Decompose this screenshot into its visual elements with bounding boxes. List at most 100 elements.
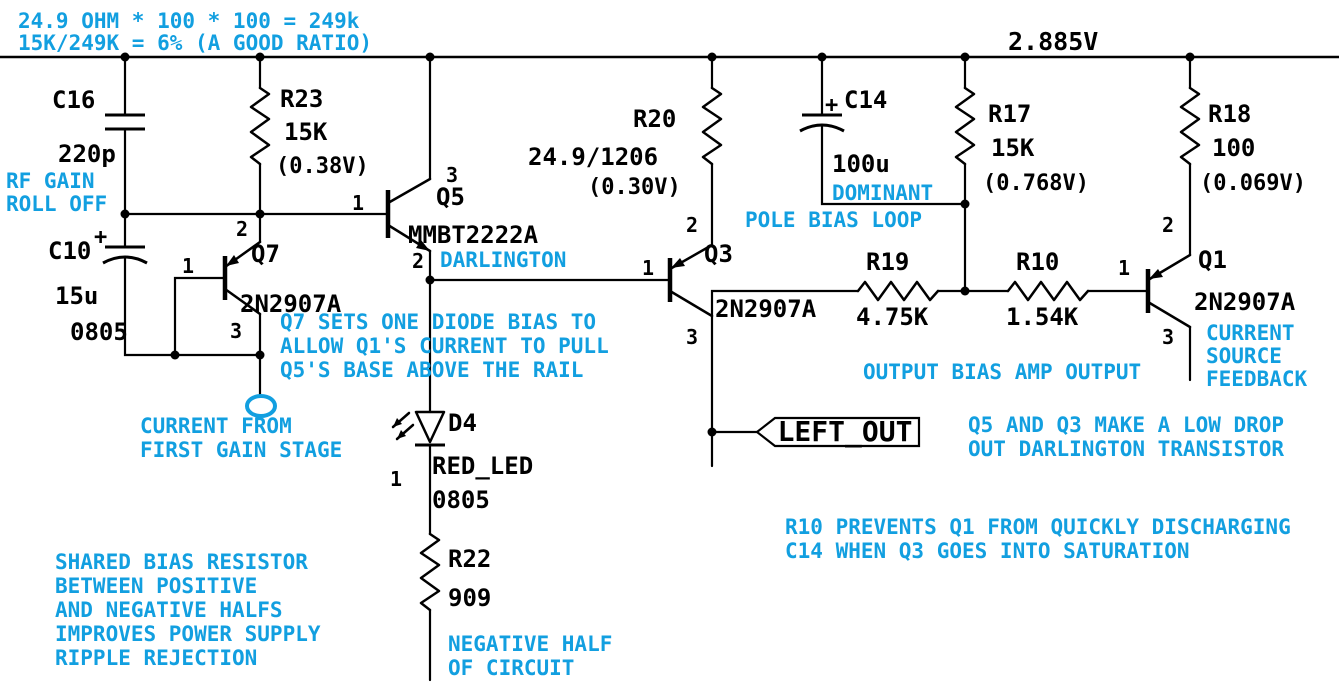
annotation-rf-gain-2: ROLL OFF bbox=[6, 192, 107, 216]
annotation-q7-note-1: Q7 SETS ONE DIODE BIAS TO bbox=[280, 310, 596, 334]
net-flag-outline bbox=[755, 416, 921, 448]
emitter-arrow bbox=[1149, 269, 1163, 279]
annotation-current-from-1: CURRENT FROM bbox=[140, 414, 292, 438]
transistor-collector bbox=[223, 287, 262, 316]
Q1-pin3: 3 bbox=[1162, 325, 1174, 349]
C10-footprint: 0805 bbox=[70, 318, 128, 346]
Q7-value: 2N2907A bbox=[240, 290, 342, 318]
led-D4[interactable]: 1 D4 RED_LED 0805 bbox=[390, 409, 533, 514]
capacitor-plate bbox=[102, 255, 148, 265]
R20-value: 24.9/1206 bbox=[528, 143, 658, 171]
Q3-pin3: 3 bbox=[686, 325, 698, 349]
R23-ref: R23 bbox=[280, 85, 323, 113]
junction-dot bbox=[707, 52, 717, 62]
resistor-R19[interactable]: R19 4.75K bbox=[856, 248, 940, 331]
capacitor-C14[interactable]: + C14 100u bbox=[799, 86, 890, 178]
C14-ref: C14 bbox=[844, 86, 887, 114]
annotation-r10-note-2: C14 WHEN Q3 GOES INTO SATURATION bbox=[785, 539, 1190, 563]
C16-ref: C16 bbox=[52, 86, 95, 114]
C10-ref: C10 bbox=[48, 237, 91, 265]
junction-dot bbox=[425, 275, 435, 285]
annotation-feedback-3: FEEDBACK bbox=[1206, 367, 1308, 391]
annotation-low-drop-1: Q5 AND Q3 MAKE A LOW DROP bbox=[968, 413, 1284, 437]
Q5-pin1: 1 bbox=[352, 191, 364, 215]
capacitor-C16[interactable]: C16 220p bbox=[52, 86, 145, 168]
annotation-q7-note-2: ALLOW Q1'S CURRENT TO PULL bbox=[280, 334, 609, 358]
annotation-shared-1: SHARED BIAS RESISTOR bbox=[55, 550, 308, 574]
annotation-darlington: DARLINGTON bbox=[440, 248, 566, 272]
resistor-R22[interactable]: R22 909 bbox=[419, 532, 491, 612]
R23-value: 15K bbox=[284, 118, 328, 146]
annotation-feedback-2: SOURCE bbox=[1206, 344, 1282, 368]
resistor-R23[interactable]: R23 15K (0.38V) bbox=[249, 85, 369, 179]
annotation-dominant-2: POLE BIAS LOOP bbox=[745, 208, 922, 232]
capacitor-C10[interactable]: + C10 15u 0805 bbox=[48, 225, 148, 346]
junction-dot bbox=[425, 52, 435, 62]
Q1-pin1: 1 bbox=[1118, 256, 1130, 280]
current-input-highlight-ellipse bbox=[245, 394, 277, 418]
emitter-arrow bbox=[226, 255, 239, 266]
Q5-pin2: 2 bbox=[412, 249, 424, 273]
resistor-R10[interactable]: R10 1.54K bbox=[1006, 248, 1090, 331]
R23-voltage: (0.38V) bbox=[276, 154, 369, 179]
led-emission-arrowhead bbox=[397, 430, 406, 439]
led-emission-arrowhead bbox=[393, 418, 402, 427]
Q1-pin2: 2 bbox=[1162, 213, 1174, 237]
R18-value: 100 bbox=[1212, 134, 1255, 162]
Q7-ref: Q7 bbox=[251, 240, 280, 268]
junction-dot bbox=[960, 199, 970, 209]
annotation-low-drop-2: OUT DARLINGTON TRANSISTOR bbox=[968, 437, 1284, 461]
R22-ref: R22 bbox=[448, 545, 491, 573]
wire-segment bbox=[710, 289, 860, 318]
Q5-pin3: 3 bbox=[446, 163, 458, 187]
annotation-shared-3: AND NEGATIVE HALFS bbox=[55, 598, 283, 622]
C16-value: 220p bbox=[58, 140, 116, 168]
resistor-R20[interactable]: R20 24.9/1206 (0.30V) bbox=[528, 86, 723, 200]
transistor-Q3[interactable]: 1 2 3 Q3 2N2907A bbox=[642, 213, 817, 349]
resistor-body bbox=[701, 86, 723, 166]
Q5-value: MMBT2222A bbox=[408, 221, 539, 249]
transistor-Q7[interactable]: 1 2 3 Q7 2N2907A bbox=[182, 217, 342, 343]
junction-dot bbox=[960, 286, 970, 296]
junction-group bbox=[120, 52, 1195, 437]
R17-value: 15K bbox=[991, 134, 1035, 162]
R10-ref: R10 bbox=[1016, 248, 1059, 276]
led-triangle bbox=[414, 410, 446, 444]
emitter-arrow bbox=[416, 240, 430, 251]
annotation-formula-1: 24.9 OHM * 100 * 100 = 249k bbox=[18, 9, 360, 33]
resistor-R18[interactable]: R18 100 (0.069V) bbox=[1179, 86, 1306, 196]
Q3-pin1: 1 bbox=[642, 256, 654, 280]
annotation-shared-4: IMPROVES POWER SUPPLY bbox=[55, 622, 321, 646]
transistor-collector bbox=[1146, 300, 1192, 329]
R18-ref: R18 bbox=[1208, 100, 1251, 128]
R17-voltage: (0.768V) bbox=[983, 171, 1089, 196]
R20-voltage: (0.30V) bbox=[588, 175, 681, 200]
junction-dot bbox=[120, 52, 130, 62]
junction-dot bbox=[707, 427, 717, 437]
annotation-rf-gain-1: RF GAIN bbox=[6, 169, 95, 193]
annotation-shared-5: RIPPLE REJECTION bbox=[55, 646, 257, 670]
C14-value: 100u bbox=[832, 150, 890, 178]
rail-voltage-label: 2.885V bbox=[1008, 27, 1098, 56]
annotation-feedback-1: CURRENT bbox=[1206, 321, 1295, 345]
wire-segment bbox=[123, 255, 262, 398]
annotation-formula-2: 15K/249K = 6% (A GOOD RATIO) bbox=[18, 31, 372, 55]
transistor-Q1[interactable]: 1 2 3 Q1 2N2907A bbox=[1118, 213, 1296, 349]
R20-ref: R20 bbox=[633, 105, 676, 133]
resistor-R17[interactable]: R17 15K (0.768V) bbox=[954, 86, 1089, 196]
Q3-ref: Q3 bbox=[704, 240, 733, 268]
annotation-dominant-1: DOMINANT bbox=[832, 181, 933, 205]
transistor-Q5[interactable]: 1 3 2 Q5 MMBT2222A bbox=[352, 163, 539, 273]
junction-dot bbox=[255, 52, 265, 62]
net-flag-left-out[interactable]: LEFT_OUT bbox=[755, 415, 921, 448]
resistor-body bbox=[856, 280, 940, 302]
wire-segment bbox=[173, 276, 227, 357]
Q7-pin1: 1 bbox=[182, 254, 194, 278]
capacitor-plate bbox=[799, 123, 845, 133]
Q7-pin2: 2 bbox=[236, 217, 248, 241]
Q5-ref: Q5 bbox=[436, 183, 465, 211]
annotation-q7-note-3: Q5'S BASE ABOVE THE RAIL bbox=[280, 358, 583, 382]
R19-ref: R19 bbox=[866, 248, 909, 276]
wire-group bbox=[0, 55, 1339, 682]
resistor-body bbox=[419, 532, 441, 612]
